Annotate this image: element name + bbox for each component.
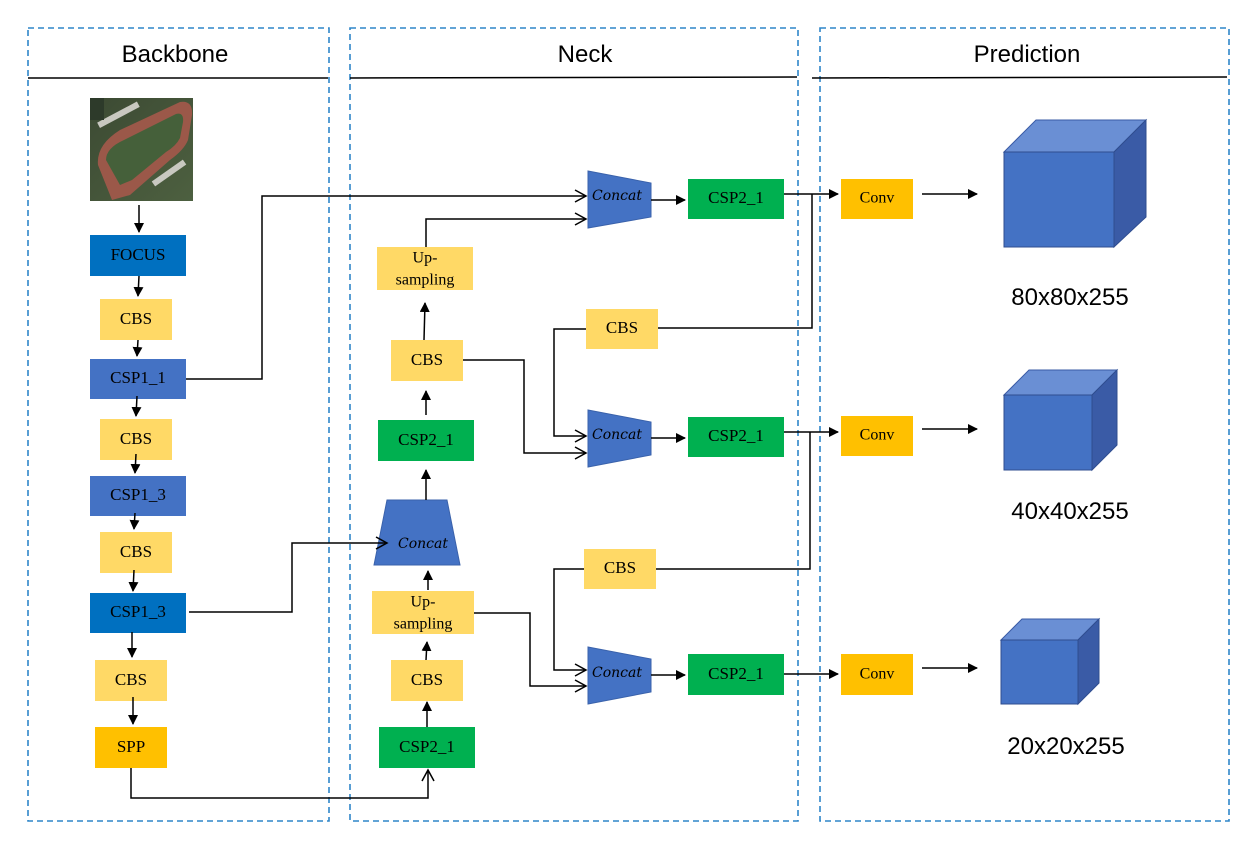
neck-csp2-mid: CSP2_1 xyxy=(378,420,474,461)
conv-block-3 xyxy=(841,654,913,695)
spp-block: SPP xyxy=(95,727,167,768)
neck-csp2-top-right: CSP2_1 xyxy=(688,179,784,219)
neck-csp2-mid-label: CSP2_1 xyxy=(398,430,454,449)
csp1-1-label: CSP1_1 xyxy=(110,368,166,387)
neck-panel-border xyxy=(349,27,799,822)
neck-cbs-mid-label: CBS xyxy=(411,350,443,369)
arrow-cbs-to-upsample-top xyxy=(419,302,430,341)
csp1-3-block-b: CSP1_3 xyxy=(90,593,186,633)
cbs-3-label: CBS xyxy=(120,542,152,561)
conv-2-label: Conv xyxy=(860,427,895,444)
neck-csp2-bottom-label: CSP2_1 xyxy=(399,737,455,756)
connector-cbs-to-concat-mid-right xyxy=(463,359,588,460)
neck-upsample-bottom-line1: Up- xyxy=(411,594,436,611)
connector-csp2-mid-to-cbs-right-lower xyxy=(656,432,811,570)
neck-upsample-bottom-line2: sampling xyxy=(394,616,453,633)
arrow-cbs-to-csp1-3 xyxy=(130,453,141,474)
output-dim-80: 80x80x255 xyxy=(1011,284,1128,311)
backbone-panel: Backbone xyxy=(27,27,330,822)
arrow-cbs-to-csp1-1 xyxy=(132,339,143,357)
neck-upsample-top: Up- sampling xyxy=(377,247,473,290)
connector-cbs-right-upper-to-concat xyxy=(553,328,588,443)
neck-concat-bottom-right-label: Concat xyxy=(592,665,642,681)
neck-cbs-right-upper-label: CBS xyxy=(606,318,638,337)
neck-upsample-bottom: Up- sampling xyxy=(372,591,474,634)
neck-concat-bottom-right: Concat xyxy=(587,646,652,705)
output-cube-80 xyxy=(1002,118,1148,249)
neck-panel: Neck xyxy=(349,27,799,822)
neck-csp2-bottom-right-label: CSP2_1 xyxy=(708,664,764,683)
csp1-3-block-a: CSP1_3 xyxy=(90,476,186,516)
neck-cbs-right-lower: CBS xyxy=(584,549,656,589)
cbs-2-label: CBS xyxy=(120,429,152,448)
neck-csp2-mid-right: CSP2_1 xyxy=(688,417,784,457)
prediction-head-3: Conv 20x20x255 xyxy=(841,617,1125,760)
neck-cbs-right-upper: CBS xyxy=(586,309,658,349)
focus-label: FOCUS xyxy=(111,245,166,264)
neck-title: Neck xyxy=(558,41,614,68)
connector-csp2-top-to-cbs-right-upper xyxy=(658,194,813,329)
neck-header-divider xyxy=(349,76,798,79)
arrow-focus-to-cbs xyxy=(133,275,144,297)
cbs-block-4: CBS xyxy=(95,660,167,701)
arrow-csp1-3-to-cbs xyxy=(129,512,140,530)
neck-csp2-bottom-right: CSP2_1 xyxy=(688,654,784,695)
prediction-head-1: Conv 80x80x255 xyxy=(841,118,1148,311)
output-cube-20 xyxy=(999,617,1101,706)
cbs-1-label: CBS xyxy=(120,309,152,328)
connector-csp1-3-to-concat-mid xyxy=(189,536,389,613)
conv-block-1 xyxy=(841,179,913,219)
csp1-3a-label: CSP1_3 xyxy=(110,485,166,504)
prediction-panel-border xyxy=(819,27,1230,822)
focus-block: FOCUS xyxy=(90,235,186,276)
neck-concat-mid-right: Concat xyxy=(587,409,652,468)
prediction-head-2: Conv 40x40x255 xyxy=(841,368,1129,525)
output-dim-20: 20x20x255 xyxy=(1007,733,1124,760)
connector-spp-to-csp2-bottom xyxy=(130,768,435,799)
neck-csp2-mid-right-label: CSP2_1 xyxy=(708,426,764,445)
connector-cbs-right-lower-to-concat xyxy=(553,568,588,677)
input-image xyxy=(90,98,193,201)
connector-upsample-to-concat-bottom-right xyxy=(474,612,588,693)
arrow-cbs-to-csp1-3b xyxy=(128,569,139,592)
neck-csp2-top-right-label: CSP2_1 xyxy=(708,188,764,207)
conv-1-label: Conv xyxy=(860,190,895,207)
backbone-panel-border xyxy=(27,27,330,822)
spp-label: SPP xyxy=(117,737,145,756)
output-cube-40 xyxy=(1002,368,1119,472)
arrow-csp1-1-to-cbs xyxy=(131,395,142,417)
output-dim-40: 40x40x255 xyxy=(1011,498,1128,525)
neck-csp2-bottom: CSP2_1 xyxy=(379,727,475,768)
prediction-title: Prediction xyxy=(974,41,1081,68)
prediction-header-divider xyxy=(811,76,1228,79)
cbs-block-1: CBS xyxy=(100,299,172,340)
neck-cbs-bottom: CBS xyxy=(391,660,463,701)
neck-concat-top-label: Concat xyxy=(592,188,642,204)
cbs-4-label: CBS xyxy=(115,670,147,689)
backbone-title: Backbone xyxy=(122,41,229,68)
neck-concat-mid-label: Concat xyxy=(398,536,448,552)
neck-cbs-right-lower-label: CBS xyxy=(604,558,636,577)
neck-upsample-top-line1: Up- xyxy=(413,250,438,267)
neck-concat-mid-right-label: Concat xyxy=(592,427,642,443)
neck-cbs-bottom-label: CBS xyxy=(411,670,443,689)
arrow-cbs-to-upsample xyxy=(421,641,432,661)
neck-cbs-mid: CBS xyxy=(391,340,463,381)
neck-upsample-top-line2: sampling xyxy=(396,272,455,289)
neck-concat-top: Concat xyxy=(587,170,652,229)
conv-3-label: Conv xyxy=(860,666,895,683)
conv-block-2 xyxy=(841,416,913,456)
cbs-block-2: CBS xyxy=(100,419,172,460)
prediction-panel: Prediction xyxy=(811,27,1230,822)
connector-csp1-1-to-concat-top xyxy=(186,189,588,380)
csp1-1-block: CSP1_1 xyxy=(90,359,186,399)
connector-upsample-to-concat-top xyxy=(425,212,588,247)
cbs-block-3: CBS xyxy=(100,532,172,573)
csp1-3b-label: CSP1_3 xyxy=(110,602,166,621)
neck-concat-mid: Concat xyxy=(373,499,461,566)
